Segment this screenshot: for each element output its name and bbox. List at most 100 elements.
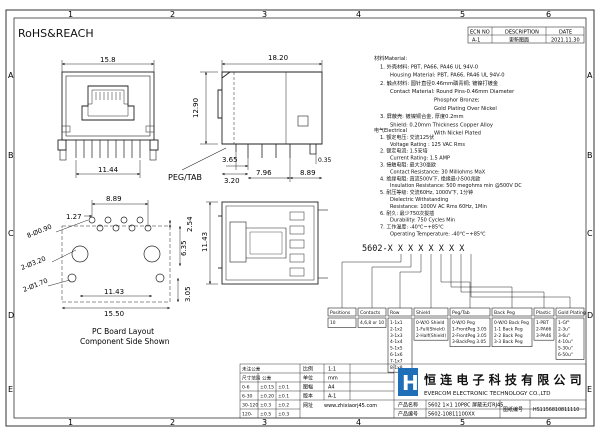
electrical-line: Insulation Resistance: 500 megohms min @… — [390, 183, 522, 189]
tolerance-cell: ±0.2 — [278, 403, 289, 409]
rev-header-desc: DESCRIPTION — [505, 30, 539, 36]
side-view — [217, 71, 323, 158]
materials-line: With Nickel Plated — [434, 131, 481, 137]
front-view — [57, 71, 159, 161]
front-dim-top: 15.8 — [100, 56, 116, 64]
bottom-view-dimensions — [206, 201, 218, 285]
website-value: www.zhixiaorj45.com — [324, 403, 377, 409]
option-item: 3-PA46 — [536, 333, 552, 339]
option-title: Back Peg — [494, 310, 515, 316]
option-item: 1-1 Back Peg — [494, 326, 523, 332]
electrical-line: 1. 额定电压: 交流125伏 — [380, 134, 434, 141]
row-marker-left: A — [8, 71, 14, 80]
option-title: Plastic — [536, 310, 551, 316]
product-no: 5602-10811100XX — [428, 412, 475, 418]
part-number: 5602-X X X X X X X X — [362, 244, 465, 254]
option-item: 4-10u" — [558, 339, 573, 345]
row-marker-right: A — [587, 71, 593, 80]
tolerance-cell: 30-120 — [242, 403, 258, 409]
rev-desc-value: 更新图面 — [509, 37, 529, 44]
pcb-hole3: 2-Ø1.70 — [22, 277, 49, 294]
front-view-dimensions — [61, 60, 155, 178]
column-marker-top: 4 — [356, 10, 361, 19]
option-leader — [341, 254, 402, 308]
pcb-dim-d5: 11.43 — [104, 288, 124, 296]
materials-line: Gold Plating Over Nickel — [434, 106, 497, 112]
column-marker-bottom: 5 — [460, 418, 465, 427]
column-marker-top: 1 — [68, 10, 73, 19]
row-marker-left: E — [8, 385, 13, 394]
tolerance-cell: ±0.5 — [260, 412, 271, 418]
company-logo — [398, 368, 418, 396]
materials-line: Contact Material: Round Pins-0.46mm Diam… — [390, 89, 515, 95]
option-item: 2-PA66 — [536, 326, 552, 332]
electrical-line: 2. 额定电流: 1.5安培 — [380, 148, 428, 155]
row-marker-right: E — [587, 385, 592, 394]
side-dim-d2: 3.20 — [224, 177, 240, 185]
tolerance-cell: 尺寸范围 — [242, 375, 261, 382]
option-item: 1-PBT — [536, 320, 549, 326]
option-item: 2-FrontPeg 3.05 — [452, 333, 487, 339]
option-title-box — [449, 307, 491, 317]
drawing-no-label: 图纸编号 — [503, 406, 523, 413]
tolerance-cell: ±0.20 — [260, 394, 274, 400]
option-items-box — [413, 317, 449, 341]
electrical-line: 7. 工作温度: -40℃~+85℃ — [380, 224, 444, 231]
bottom-view — [218, 201, 328, 285]
row-marker-right: B — [587, 151, 593, 160]
pcb-dim-d7: 3.05 — [184, 286, 192, 302]
option-title: Peg/Tab — [452, 310, 470, 316]
company-name-en: EVERCOM ELECTRONIC TECHNOLOGY CO.,LTD — [424, 391, 551, 397]
outer-border — [5, 9, 595, 427]
product-no-label: 产品编号 — [398, 411, 418, 418]
electrical-line: Contact Resistance: 30 Milliohms MaX — [390, 169, 486, 175]
option-item: 4-1x4 — [390, 339, 403, 345]
option-leader — [450, 254, 513, 308]
tolerance-cell: 未注公差 — [242, 366, 261, 373]
version-value: A-1 — [328, 394, 336, 400]
materials-line: 2. 触点材料: 圆针直径0.46mm磷青铜; 镀镍打镀金 — [380, 79, 499, 87]
option-title-box — [491, 307, 533, 317]
pcb-dimensions — [47, 200, 182, 310]
tolerance-cell: ±0.3 — [278, 412, 289, 418]
tolerance-cell: 120- — [242, 412, 253, 418]
electrical-line: 5. 耐压等级: 交流60Hz, 1000V下, 1分钟 — [380, 189, 473, 196]
option-title-box — [387, 307, 413, 317]
pcb-caption-2: Component Side Shown — [80, 337, 170, 346]
rev-ecn-value: A-1 — [472, 38, 480, 44]
side-dim-height: 12.90 — [192, 98, 200, 118]
bottom-dim-height: 11.43 — [201, 232, 209, 252]
option-item: 3-3 Back Peg — [494, 339, 523, 345]
option-title-box — [533, 307, 555, 317]
tolerance-cell: 6-30 — [242, 394, 253, 400]
rev-date-value: 2021.11.30 — [551, 38, 580, 44]
option-item: 3-1x3 — [390, 333, 403, 339]
tolerance-cell: ±0.15 — [260, 385, 274, 391]
option-item: 10 — [330, 320, 336, 326]
electrical-line: Current Rating: 1.5 AMP — [390, 156, 450, 162]
option-title-box — [555, 307, 585, 317]
tolerance-cell: 公差 — [262, 375, 272, 382]
tolerance-table: 未注公差尺寸范围公差0-6±0.15±0.16-30±0.20±0.130-12… — [242, 366, 289, 418]
materials-line: Shield: 0.20mm Thickness Copper Alloy — [390, 122, 493, 128]
option-title: Positions — [330, 310, 351, 316]
option-item: 1-1x1 — [390, 320, 403, 326]
option-group: Gold Plating1-Gf"2-3u"3-6u"4-10u"5-30u"6… — [555, 307, 586, 360]
option-items-box — [533, 317, 555, 341]
side-dim-d4: 8.89 — [300, 169, 316, 177]
unit-label: 单位 — [303, 375, 313, 382]
row-marker-left: D — [8, 311, 14, 320]
option-item: 1-Gf" — [558, 320, 570, 326]
pcb-hole1: 8-Ø0.90 — [26, 223, 53, 240]
electrical-line: 6. 耐久: 最少750次拔插 — [380, 210, 434, 217]
option-title: Row — [390, 310, 400, 316]
column-marker-bottom: 3 — [262, 418, 267, 427]
pcb-hole2: 2-Ø3.20 — [20, 255, 47, 272]
pcb-dim-d6: 15.50 — [104, 310, 124, 318]
option-item: 0-W/O Peg — [452, 320, 475, 326]
tolerance-cell: ±0.1 — [278, 394, 289, 400]
tolerance-cell: 0-6 — [242, 385, 250, 391]
